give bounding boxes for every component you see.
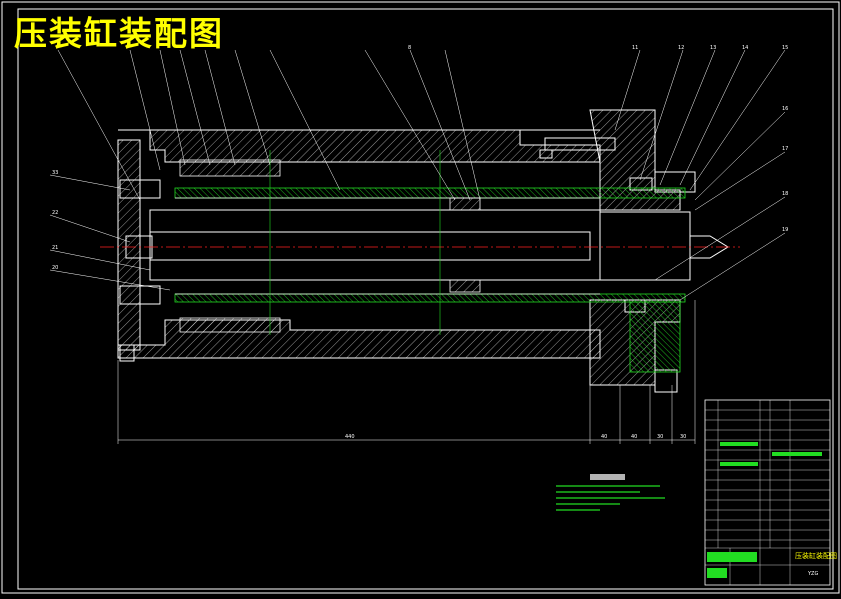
balloon-20: 20 bbox=[52, 265, 58, 271]
technical-notes bbox=[556, 474, 665, 511]
drawing-title: 压装缸装配图 bbox=[14, 14, 224, 53]
dim-flange-1: 40 bbox=[601, 434, 607, 440]
dimension-lines bbox=[117, 300, 696, 444]
balloon-13: 13 bbox=[710, 45, 716, 51]
balloon-21: 21 bbox=[52, 245, 58, 251]
piston-tube bbox=[174, 187, 686, 373]
title-block-code: YZG bbox=[807, 571, 818, 577]
balloon-19: 19 bbox=[782, 227, 788, 233]
balloon-33: 33 bbox=[52, 170, 58, 176]
balloon-14: 14 bbox=[742, 45, 748, 51]
seal-rings bbox=[179, 159, 481, 333]
title-block: 压装缸装配图 YZG bbox=[704, 399, 837, 586]
overall-dimension: 440 bbox=[345, 434, 355, 440]
balloon-8: 8 bbox=[408, 45, 411, 51]
top-leader-lines bbox=[49, 49, 786, 301]
balloon-11: 11 bbox=[632, 45, 638, 51]
dim-flange-2: 40 bbox=[631, 434, 637, 440]
dim-flange-4: 30 bbox=[680, 434, 686, 440]
inner-rod bbox=[119, 179, 729, 305]
balloon-15: 15 bbox=[782, 45, 788, 51]
title-block-name: 压装缸装配图 bbox=[795, 551, 837, 560]
balloon-17: 17 bbox=[782, 146, 788, 152]
balloon-18: 18 bbox=[782, 191, 788, 197]
balloon-12: 12 bbox=[678, 45, 684, 51]
dim-flange-3: 30 bbox=[657, 434, 663, 440]
balloon-22: 22 bbox=[52, 210, 58, 216]
inner-border bbox=[17, 8, 834, 590]
balloon-labels: 11 12 13 14 15 16 17 18 19 8 33 22 21 20 bbox=[52, 45, 788, 271]
balloon-16: 16 bbox=[782, 106, 788, 112]
press-tip bbox=[689, 235, 729, 259]
